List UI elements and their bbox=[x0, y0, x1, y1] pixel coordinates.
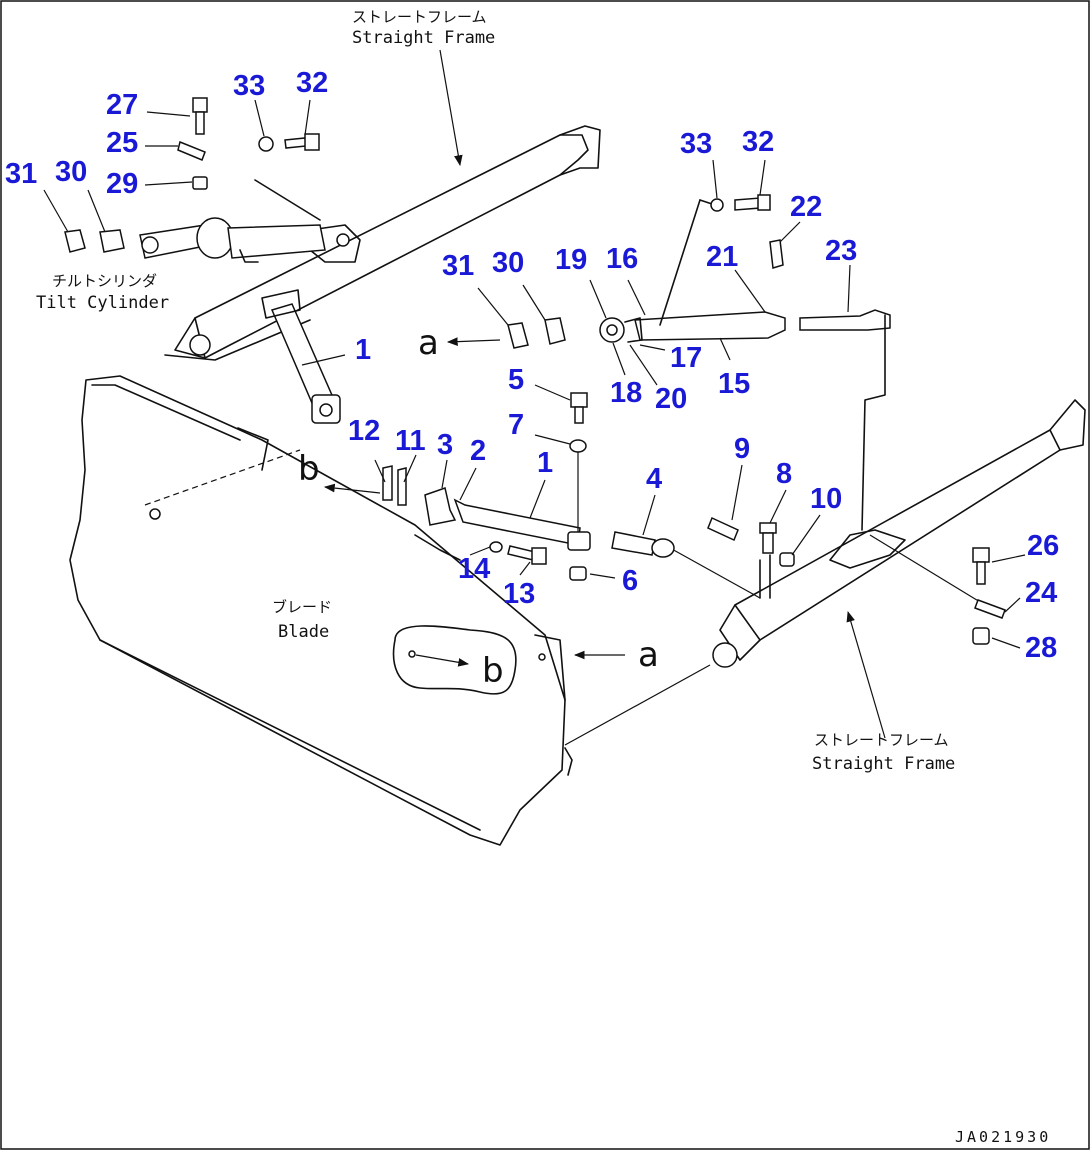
callout-number: 30 bbox=[492, 247, 524, 279]
ref-arrow-a bbox=[446, 337, 501, 346]
straight-frame-right bbox=[712, 314, 1086, 668]
callout-number: 33 bbox=[233, 70, 265, 102]
ref-letter-a: a bbox=[418, 323, 439, 363]
callout-number: 30 bbox=[55, 156, 87, 188]
frame-right-label-jp: ストレートフレーム bbox=[814, 731, 949, 749]
callout-number: 26 bbox=[1027, 530, 1059, 562]
callout-number: 18 bbox=[610, 377, 642, 409]
ref-letter-b: b bbox=[298, 449, 320, 489]
lift-cylinder bbox=[261, 289, 341, 424]
callout-number: 32 bbox=[296, 67, 328, 99]
callout-number: 12 bbox=[348, 415, 380, 447]
ref-letter-b: b bbox=[482, 651, 504, 691]
callout-number: 25 bbox=[106, 127, 138, 159]
blade bbox=[69, 375, 573, 846]
callout-number: 1 bbox=[537, 447, 553, 479]
callout-number: 22 bbox=[790, 191, 822, 223]
callout-number: 16 bbox=[606, 243, 638, 275]
callout-number: 9 bbox=[734, 433, 750, 465]
frame-right-label-en: Straight Frame bbox=[812, 754, 955, 774]
callout-number: 2 bbox=[470, 435, 486, 467]
callout-number: 17 bbox=[670, 342, 702, 374]
callout-number: 7 bbox=[508, 409, 524, 441]
callout-number: 21 bbox=[706, 241, 738, 273]
callout-number: 8 bbox=[776, 458, 792, 490]
callout-number: 3 bbox=[437, 429, 453, 461]
callout-number: 15 bbox=[718, 368, 750, 400]
callout-number: 19 bbox=[555, 244, 587, 276]
blade-label-en: Blade bbox=[278, 622, 329, 642]
tilt-cylinder bbox=[139, 179, 326, 263]
small-parts bbox=[64, 97, 1006, 645]
blade-label-jp: ブレード bbox=[272, 598, 332, 616]
frame-top-label-en: Straight Frame bbox=[352, 28, 495, 48]
callout-number: 32 bbox=[742, 126, 774, 158]
brace bbox=[424, 445, 591, 551]
leader-lines bbox=[43, 99, 1026, 649]
callout-number: 13 bbox=[503, 578, 535, 610]
drawing-code: JA021930 bbox=[955, 1128, 1051, 1146]
tilt-cylinder-label-en: Tilt Cylinder bbox=[36, 293, 169, 313]
callout-number: 27 bbox=[106, 89, 138, 121]
ref-arrow-b bbox=[323, 483, 381, 494]
callout-number: 4 bbox=[646, 463, 662, 495]
callout-number: 29 bbox=[106, 168, 138, 200]
tilt-cylinder-label-jp: チルトシリンダ bbox=[52, 272, 157, 290]
callout-number: 31 bbox=[442, 250, 474, 282]
callout-number: 28 bbox=[1025, 632, 1057, 664]
callout-number: 10 bbox=[810, 483, 842, 515]
connector-line bbox=[669, 547, 761, 599]
callout-number: 1 bbox=[355, 334, 371, 366]
upper-brace bbox=[599, 199, 891, 343]
callout-number: 6 bbox=[622, 565, 638, 597]
callout-number: 11 bbox=[395, 425, 426, 457]
callout-number: 14 bbox=[458, 553, 490, 585]
callout-number: 33 bbox=[680, 128, 712, 160]
leader-top-frame bbox=[439, 49, 463, 167]
callout-number: 5 bbox=[508, 364, 524, 396]
leader-right-frame bbox=[846, 610, 886, 739]
callout-number: 20 bbox=[655, 383, 687, 415]
ref-letter-a: a bbox=[638, 635, 659, 675]
callout-number: 31 bbox=[5, 158, 37, 190]
callout-number: 24 bbox=[1025, 577, 1057, 609]
frame-top-label-jp: ストレートフレーム bbox=[352, 8, 487, 26]
callout-numbers: 27 33 32 25 29 31 30 1 33 32 22 23 19 16… bbox=[5, 67, 1059, 664]
callout-number: 23 bbox=[825, 235, 857, 267]
connector-line bbox=[564, 664, 711, 746]
connector-line bbox=[869, 534, 986, 606]
